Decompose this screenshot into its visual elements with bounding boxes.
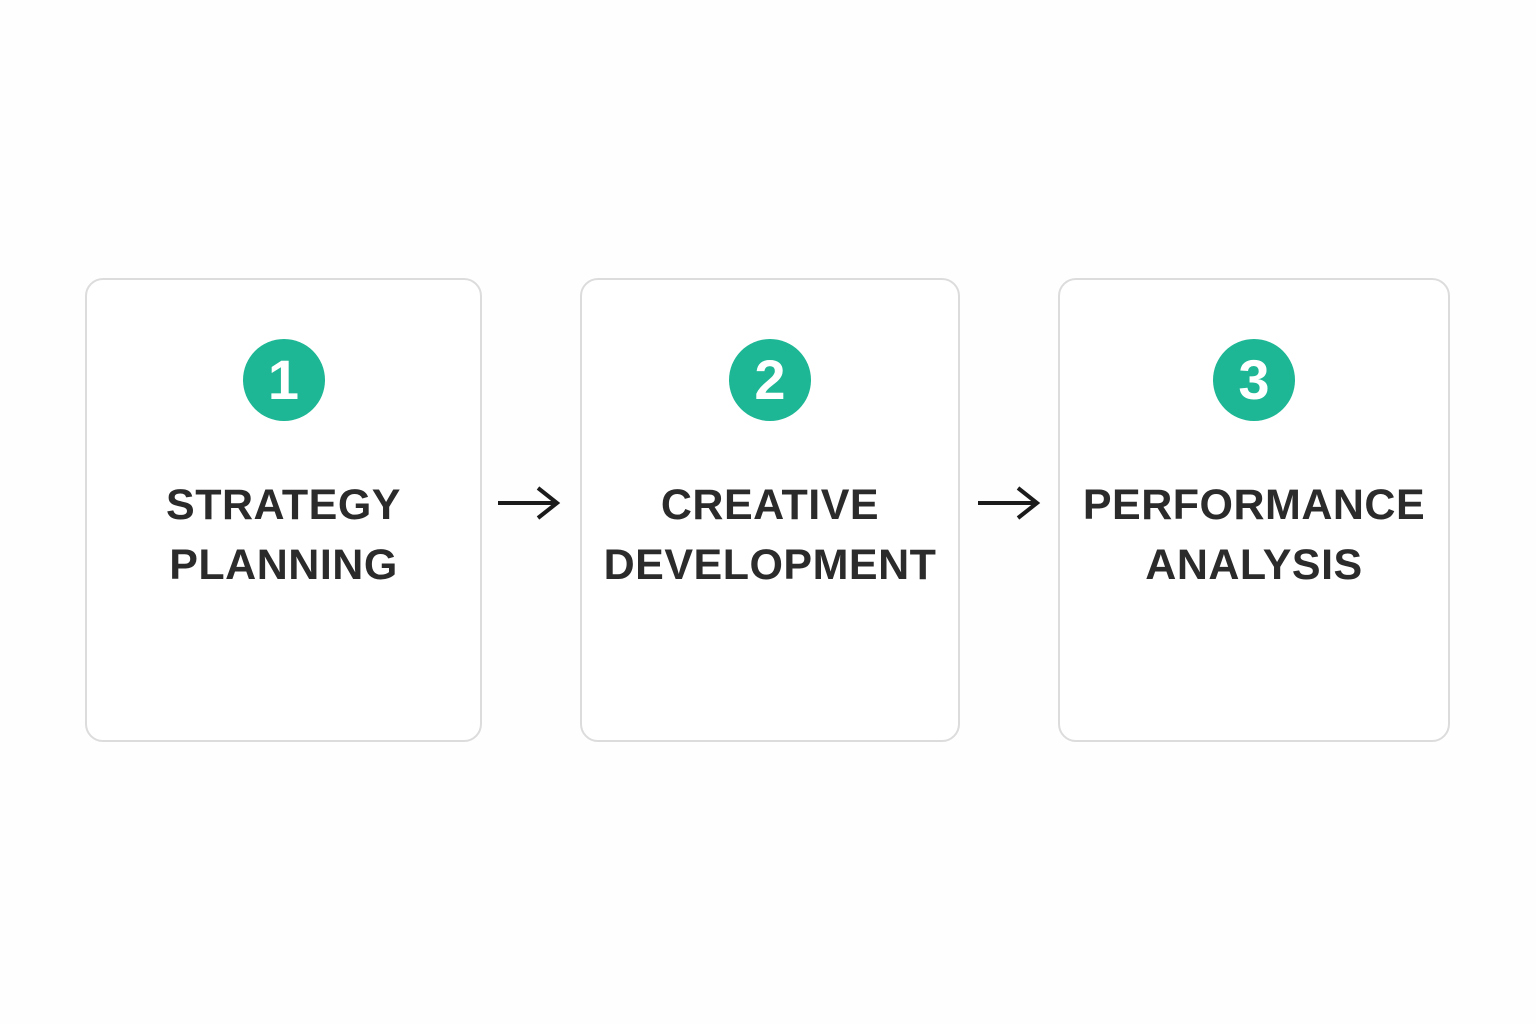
step-title-line2: PLANNING	[169, 541, 398, 589]
step-number-badge: 1	[242, 339, 325, 421]
arrow-right-icon	[976, 483, 1042, 523]
step-number-badge: 3	[1213, 339, 1295, 421]
step-title-line1: PERFORMANCE	[1082, 481, 1426, 529]
step-title-line2: DEVELOPMENT	[603, 541, 937, 589]
step-number: 1	[267, 348, 300, 411]
step-title: STRATEGY PLANNING	[166, 475, 401, 595]
step-card-performance-analysis: 3 PERFORMANCE ANALYSIS	[1058, 278, 1450, 742]
step-number-badge: 2	[729, 339, 811, 421]
step-title-line1: CREATIVE	[660, 481, 880, 529]
step-card-strategy-planning: 1 STRATEGY PLANNING	[85, 278, 482, 742]
step-number: 2	[754, 348, 786, 411]
step-card-creative-development: 2 CREATIVE DEVELOPMENT	[580, 278, 960, 742]
step-title: PERFORMANCE ANALYSIS	[1083, 475, 1425, 595]
step-number: 3	[1238, 348, 1270, 411]
arrow-right-icon	[496, 483, 562, 523]
step-title-line1: STRATEGY	[166, 481, 401, 529]
step-title: CREATIVE DEVELOPMENT	[604, 475, 937, 595]
step-title-line2: ANALYSIS	[1145, 541, 1363, 589]
